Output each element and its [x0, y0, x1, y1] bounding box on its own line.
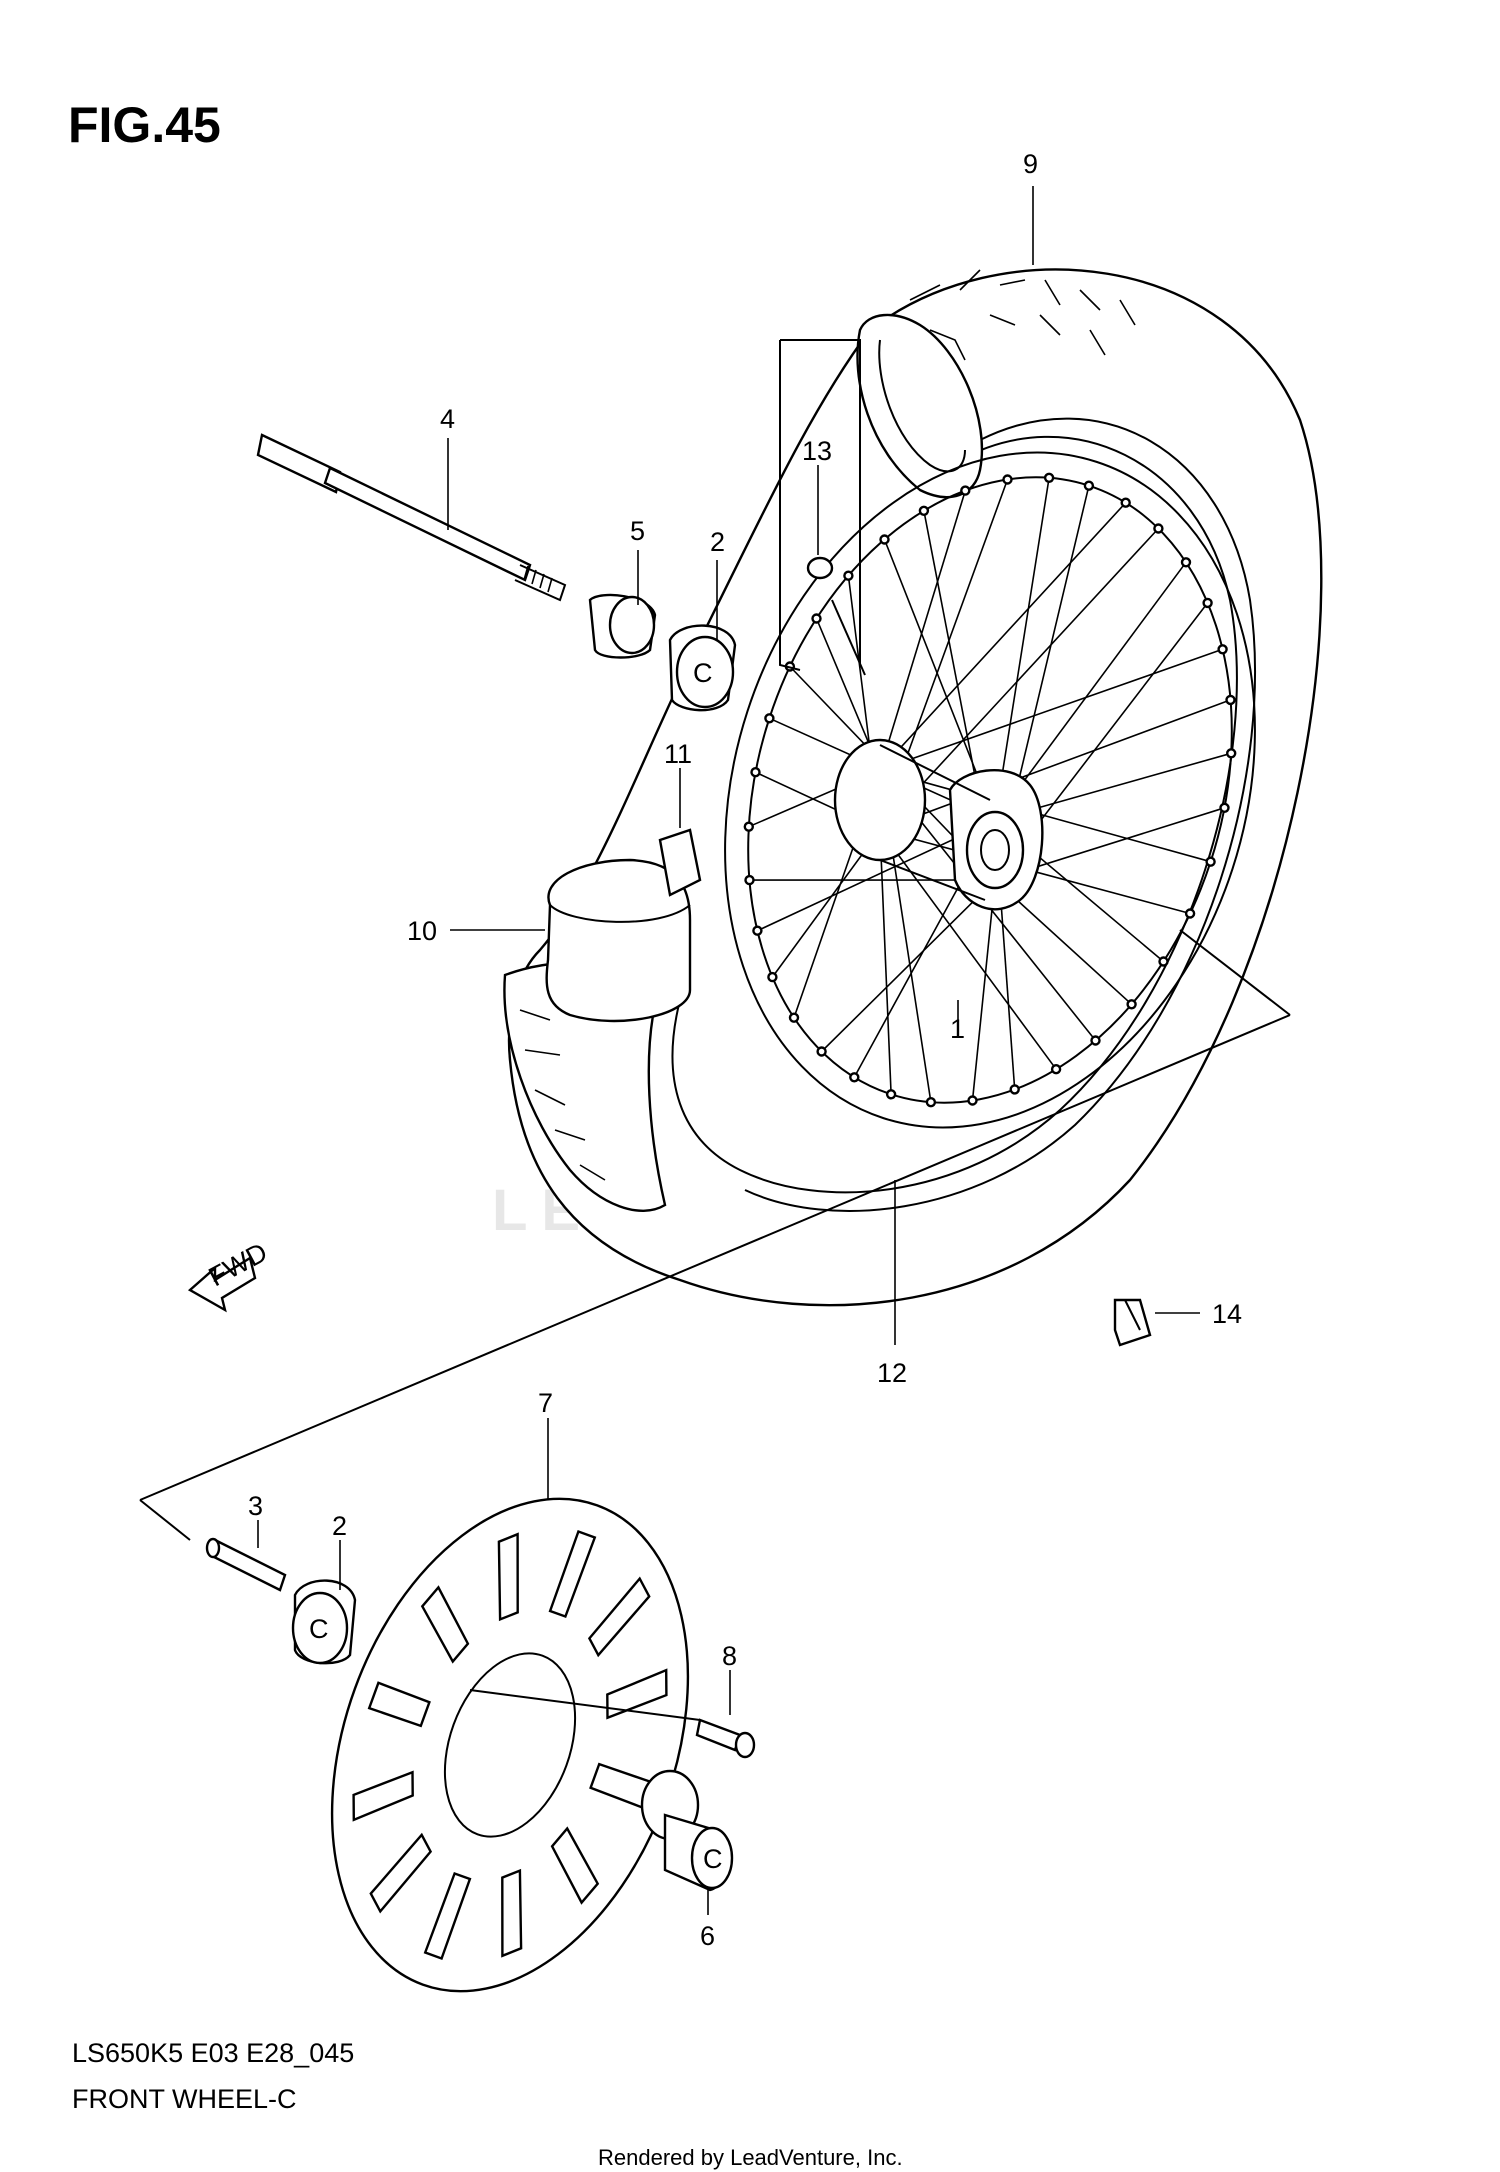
callout-10: 10	[407, 916, 437, 946]
spoke-nipple	[967, 1095, 978, 1106]
direction-arrow-icon: FWD	[187, 1237, 272, 1313]
spoke-nipple	[960, 485, 971, 496]
spoke-nipple	[752, 925, 763, 936]
spoke-nipple	[1225, 694, 1236, 706]
bearing-2-upper: C	[668, 624, 737, 712]
spoke	[879, 829, 892, 1095]
spoke-nipple	[743, 821, 754, 832]
spoke-nipple	[1043, 472, 1055, 483]
spoke-nipple	[1180, 557, 1192, 568]
spoke-nipple	[885, 1089, 897, 1100]
spoke-nipple	[1158, 956, 1169, 967]
spacer-5	[588, 593, 657, 659]
speedometer-gearbox	[545, 828, 702, 1023]
spoke-nipple	[843, 570, 854, 581]
spoke-nipple	[925, 1096, 937, 1108]
spoke-nipple	[811, 613, 822, 624]
disc-slot	[497, 1532, 519, 1622]
callout-7: 7	[538, 1388, 553, 1418]
callout-14: 14	[1212, 1299, 1242, 1329]
spoke	[879, 769, 1211, 863]
callout-8: 8	[722, 1641, 737, 1671]
spoke	[971, 879, 996, 1101]
callout-labels: 9 4 5 2 13 11 10 1 12 14 7 3 2 8 6	[248, 149, 1242, 1951]
disc-bolt	[695, 1718, 756, 1759]
callout-4: 4	[440, 404, 455, 434]
valve-cap	[1113, 1298, 1152, 1347]
spoke	[879, 527, 1159, 831]
callout-3: 3	[248, 1491, 263, 1521]
disc-slot	[606, 1668, 668, 1720]
callout-12: 12	[877, 1358, 907, 1388]
disc-slot	[367, 1681, 431, 1728]
bearing-2-lower: C	[291, 1579, 357, 1665]
axle	[256, 433, 567, 602]
disc-slots	[352, 1529, 668, 1961]
spoke-nipple	[1219, 802, 1230, 813]
callout-11: 11	[664, 739, 692, 769]
spacer-seal-mark: C	[703, 1844, 723, 1874]
spoke	[879, 648, 1223, 771]
spoke-nipple	[1126, 999, 1137, 1010]
spoke-nipple	[1009, 1084, 1020, 1095]
bearing-seal-mark: C	[309, 1614, 329, 1644]
spoke-nipple	[1217, 644, 1228, 655]
spoke-nipple	[1090, 1035, 1101, 1046]
assembly-lines	[139, 929, 1291, 1721]
callout-1: 1	[950, 1014, 965, 1044]
spoke-nipple	[1225, 748, 1237, 759]
disc-slot	[423, 1871, 472, 1961]
spacer-pin-3	[205, 1537, 287, 1592]
disc-slot	[369, 1832, 433, 1914]
spoke-nipple	[764, 713, 775, 724]
spoke-nipple	[816, 1046, 827, 1057]
spoke	[879, 490, 967, 771]
spoke	[994, 477, 1050, 821]
figure-caption: FRONT WHEEL-C	[72, 2084, 297, 2114]
disc-slot	[587, 1576, 651, 1658]
spoke-nipple	[767, 971, 778, 983]
spoke-nipple	[1153, 523, 1164, 534]
callout-2-lower: 2	[332, 1511, 347, 1541]
spoke-nipple	[1050, 1063, 1062, 1075]
callout-2-upper: 2	[710, 527, 725, 557]
valve	[779, 339, 866, 676]
bearing-seal-mark: C	[693, 658, 713, 688]
spacer-6: C	[640, 1769, 734, 1892]
spoke-nipple	[788, 1012, 800, 1023]
callout-5: 5	[630, 516, 645, 546]
spoke-nipple	[1184, 908, 1196, 919]
spoke-nipple	[1205, 856, 1216, 867]
render-credit: Rendered by LeadVenture, Inc.	[598, 2145, 903, 2170]
leader-lines	[257, 186, 1200, 1915]
spoke	[821, 879, 996, 1053]
spoke-nipple	[879, 534, 890, 545]
spoke-nipple	[1202, 597, 1213, 609]
disc-slot	[548, 1529, 597, 1619]
spoke-nipple	[918, 505, 930, 516]
spoke	[879, 699, 1231, 831]
callout-9: 9	[1023, 149, 1038, 179]
spoke	[994, 561, 1187, 821]
spoke-nipple	[1083, 480, 1095, 491]
disc-slot	[501, 1868, 523, 1958]
callout-13: 13	[802, 436, 832, 466]
spoke	[879, 502, 1127, 771]
spoke-nipple	[849, 1072, 860, 1083]
disc-slot	[352, 1770, 414, 1822]
spoke-nipple	[1120, 497, 1131, 508]
disc-slot	[420, 1585, 470, 1664]
disc-slot	[550, 1826, 600, 1905]
hub	[833, 738, 1044, 911]
callout-6: 6	[700, 1921, 715, 1951]
spoke-nipple	[750, 767, 761, 778]
spoke	[879, 829, 1057, 1070]
spoke-nipple	[1002, 474, 1013, 485]
model-code: LS650K5 E03 E28_045	[72, 2038, 354, 2068]
figure-title: FIG.45	[68, 97, 221, 153]
brake-disc	[330, 1497, 690, 1993]
spoke-nipple	[744, 874, 755, 886]
